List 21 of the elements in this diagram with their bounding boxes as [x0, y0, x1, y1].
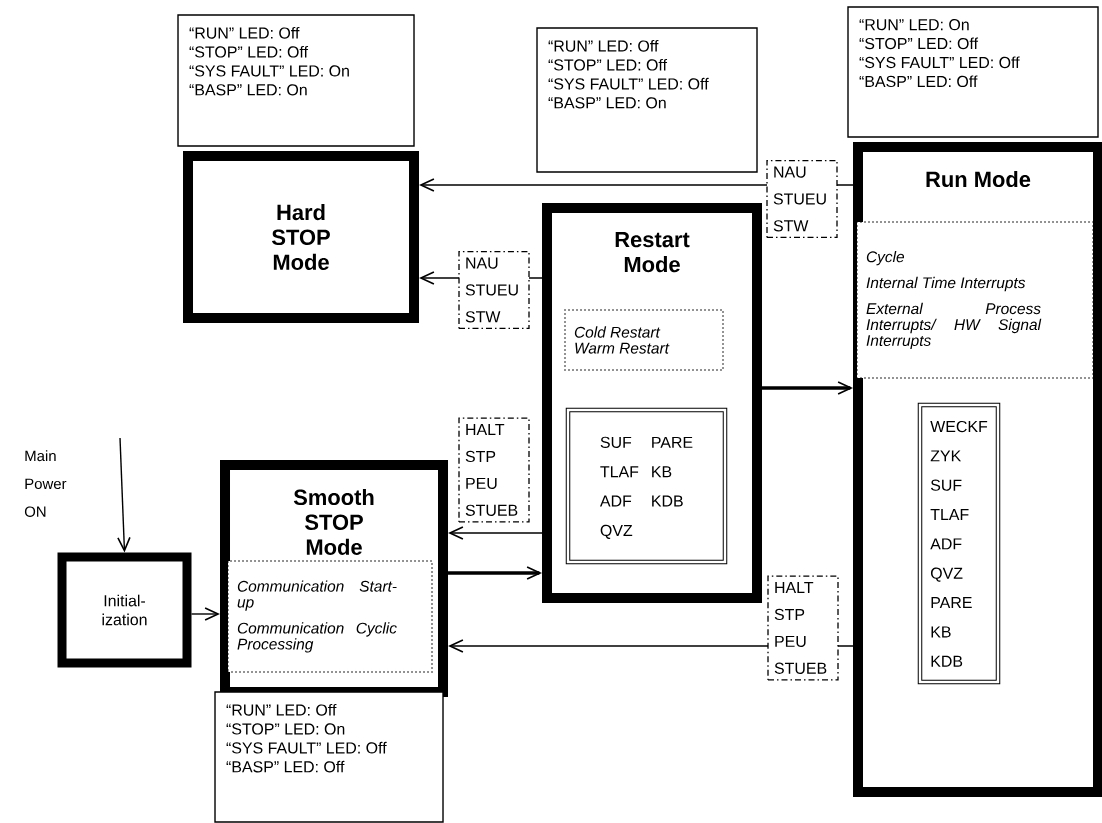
signal-list-box: SUF PARE TLAF KB ADF KDB QVZ: [565, 407, 728, 565]
arrow: [448, 526, 543, 540]
mode-box: Hard STOP Mode: [183, 151, 419, 323]
process-box: Initial- ization: [57, 552, 192, 668]
arrow: [762, 381, 853, 395]
status-panel: “RUN” LED: Off “STOP” LED: On “SYS FAULT” LED: Off “BASP” LED: Off: [214, 691, 444, 823]
status-panel: “RUN” LED: Off “STOP” LED: Off “SYS FAULT” LED: On “BASP” LED: On: [177, 14, 415, 147]
edge-label: NAU STUEU STW: [458, 250, 530, 330]
dotted-box: Communication Start-up Communication Cyclic Processing: [227, 560, 433, 673]
arrow: [448, 566, 542, 580]
edge-label: Main Power ON: [22, 448, 87, 519]
dotted-box: Cold Restart Warm Restart: [564, 309, 724, 371]
status-panel: “RUN” LED: On “STOP” LED: Off “SYS FAULT” LED: Off “BASP” LED: Off: [847, 6, 1099, 138]
signal-list-box: WECKF ZYK SUF TLAF ADF QVZ PARE KB KDB: [917, 402, 1001, 685]
status-panel: “RUN” LED: Off “STOP” LED: Off “SYS FAULT” LED: Off “BASP” LED: On: [536, 27, 758, 173]
edge-label: HALT STP PEU STUEB: [458, 417, 530, 523]
arrow: [117, 437, 131, 553]
dotted-box: Cycle Internal Time Interrupts External Process Interrupts/ HW Signal Interrupts: [856, 221, 1094, 379]
edge-label: NAU STUEU STW: [766, 159, 838, 239]
arrow: [190, 607, 220, 621]
edge-label: HALT STP PEU STUEB: [767, 575, 839, 681]
